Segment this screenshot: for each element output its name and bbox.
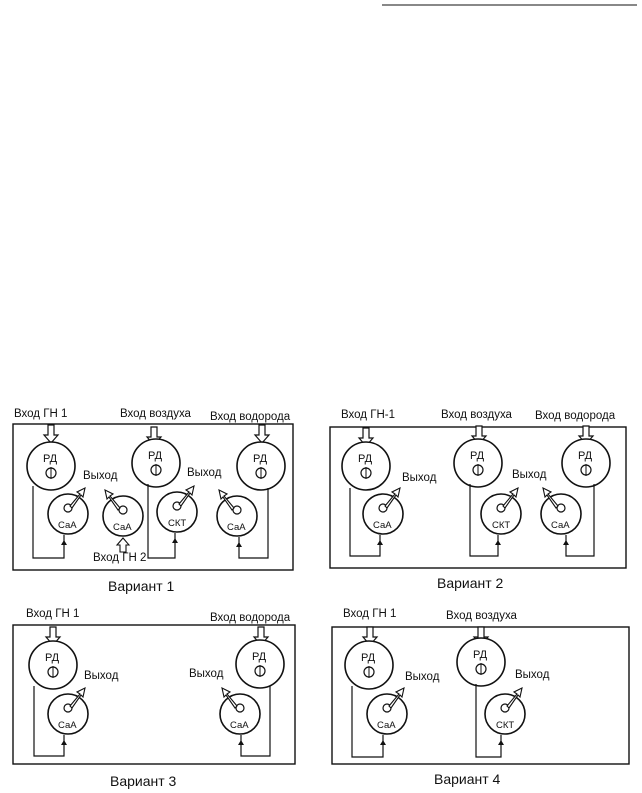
variant-2: Вход ГН-1 Вход воздуха Вход водорода РД … <box>329 409 627 591</box>
v1-rd-3: РД <box>236 441 286 491</box>
v2-sensor-skt: СКТ <box>480 487 522 535</box>
v3-output-label-a: Выход <box>84 670 119 682</box>
svg-text:СКТ: СКТ <box>492 520 510 531</box>
v3-caption: Вариант 3 <box>110 773 177 789</box>
v3-pipe-2 <box>240 686 271 757</box>
v3-rd-2: РД <box>235 639 285 689</box>
variant-1-frame <box>12 423 294 571</box>
v2-pipe-3 <box>565 484 595 557</box>
svg-text:РД: РД <box>252 651 267 663</box>
v3-output-label-b: Выход <box>189 668 224 680</box>
v1-input-h2-label: Вход водорода <box>210 411 291 423</box>
v1-pipe-3 <box>238 488 269 559</box>
variant-4: Вход ГН 1 Вход воздуха РД РД Выход Выход… <box>331 608 630 787</box>
v1-pipe-2 <box>147 484 176 559</box>
v3-rd-1: РД <box>28 640 78 690</box>
svg-text:СаА: СаА <box>230 720 249 731</box>
svg-text:СаА: СаА <box>551 520 570 531</box>
v1-pipe-1 <box>32 486 65 559</box>
v2-input-gn1-label: Вход ГН-1 <box>341 409 395 421</box>
variant-1: Вход ГН 1 Вход воздуха Вход водорода РД … <box>12 408 294 594</box>
v1-sensor-caa-3: СаА <box>216 489 258 537</box>
v1-sensor-caa-1: СаА <box>47 487 89 535</box>
v2-sensor-caa-2: СаА <box>540 487 582 535</box>
v1-output-label-a: Выход <box>83 470 118 482</box>
v4-input-air-label: Вход воздуха <box>446 610 518 622</box>
v2-rd-3: РД <box>561 438 611 488</box>
v2-pipe-1 <box>349 488 381 557</box>
svg-text:РД: РД <box>361 652 376 664</box>
v4-caption: Вариант 4 <box>434 771 501 787</box>
v2-input-h2-label: Вход водорода <box>535 410 616 422</box>
svg-text:СКТ: СКТ <box>496 720 514 731</box>
svg-text:СКТ: СКТ <box>168 518 186 529</box>
v3-input-gn1-label: Вход ГН 1 <box>26 608 79 620</box>
v2-rd-1: РД <box>341 441 391 491</box>
v1-rd-1: РД <box>26 441 76 491</box>
v1-input-arrow-gn1 <box>43 424 59 444</box>
v4-rd-2: РД <box>456 637 506 687</box>
v4-input-gn1-label: Вход ГН 1 <box>343 608 396 620</box>
v1-caption: Вариант 1 <box>108 578 175 594</box>
v2-output-label-b: Выход <box>512 469 547 481</box>
svg-text:СаА: СаА <box>58 720 77 731</box>
svg-text:РД: РД <box>578 450 593 462</box>
v4-sensor-caa: СаА <box>366 687 408 735</box>
svg-text:СаА: СаА <box>58 520 77 531</box>
svg-text:СаА: СаА <box>377 720 396 731</box>
svg-text:РД: РД <box>43 453 58 465</box>
v1-input-gn2-label: Вход ГН 2 <box>93 552 146 564</box>
svg-text:РД: РД <box>358 453 373 465</box>
svg-text:РД: РД <box>253 453 268 465</box>
v1-input-arrow-gn2 <box>115 537 131 553</box>
v4-rd-1: РД <box>344 640 394 690</box>
v4-sensor-skt: СКТ <box>484 687 526 735</box>
svg-text:СаА: СаА <box>227 522 246 533</box>
v4-output-label-a: Выход <box>405 671 440 683</box>
v3-pipe-1 <box>33 686 65 757</box>
v1-input-air-label: Вход воздуха <box>120 408 192 420</box>
v1-sensor-caa-2: СаА <box>102 489 144 537</box>
v2-rd-2: РД <box>453 438 503 488</box>
v3-input-h2-label: Вход водорода <box>210 612 291 624</box>
svg-text:СаА: СаА <box>113 522 132 533</box>
v2-caption: Вариант 2 <box>437 575 504 591</box>
v1-input-arrow-h2 <box>254 424 270 444</box>
v2-input-air-label: Вход воздуха <box>441 409 513 421</box>
v3-sensor-caa-1: СаА <box>47 687 89 735</box>
v3-sensor-caa-2: СаА <box>219 687 261 735</box>
v4-pipe-2 <box>475 684 502 758</box>
v1-input-gn1-label: Вход ГН 1 <box>14 408 67 420</box>
svg-text:СаА: СаА <box>373 520 392 531</box>
v4-output-label-b: Выход <box>515 669 550 681</box>
v2-pipe-2 <box>469 484 499 557</box>
svg-text:РД: РД <box>45 652 60 664</box>
v2-output-label-a: Выход <box>402 472 437 484</box>
v4-pipe-1 <box>351 686 384 758</box>
svg-text:РД: РД <box>473 649 488 661</box>
v2-sensor-caa-1: СаА <box>362 487 404 535</box>
variant-3: Вход ГН 1 Вход водорода РД РД Выход Выхо… <box>12 608 296 789</box>
v1-sensor-skt: СКТ <box>156 485 198 533</box>
variant-3-frame <box>12 624 296 765</box>
v1-rd-2: РД <box>131 438 181 488</box>
svg-text:РД: РД <box>470 450 485 462</box>
svg-text:РД: РД <box>148 450 163 462</box>
v1-output-label-b: Выход <box>187 467 222 479</box>
